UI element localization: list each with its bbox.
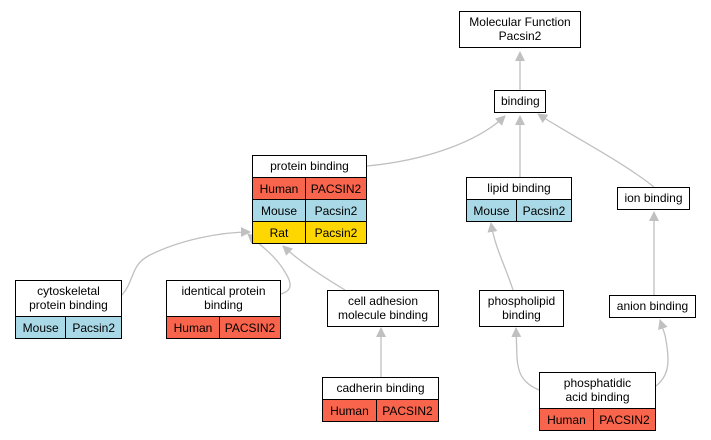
gene-cell[interactable]: Pacsin2 bbox=[516, 200, 571, 221]
species-cell: Human bbox=[253, 178, 306, 199]
gene-cell[interactable]: Pacsin2 bbox=[66, 317, 121, 338]
node-title: anion binding bbox=[616, 299, 689, 313]
node-celladh[interactable]: cell adhesion molecule binding bbox=[327, 290, 439, 327]
node-mf[interactable]: Molecular Function Pacsin2 bbox=[459, 11, 581, 48]
edge-protein-to-binding bbox=[366, 115, 506, 167]
edge-celladh-to-protein bbox=[282, 245, 346, 291]
node-phospholipid[interactable]: phospholipid binding bbox=[479, 290, 564, 327]
node-title: cytoskeletal protein binding bbox=[29, 284, 108, 312]
gene-cell[interactable]: Pacsin2 bbox=[305, 222, 366, 243]
edge-ion-to-binding bbox=[537, 113, 655, 188]
species-cell: Mouse bbox=[16, 317, 67, 338]
node-box[interactable]: Molecular Function Pacsin2 bbox=[459, 11, 581, 48]
node-title: binding bbox=[501, 94, 540, 108]
edge-phospholipid-to-lipid bbox=[487, 222, 514, 291]
node-binding[interactable]: binding bbox=[494, 90, 546, 113]
species-cell: Human bbox=[167, 317, 220, 338]
node-box[interactable]: ion binding bbox=[617, 187, 690, 210]
node-box[interactable]: phospholipid binding bbox=[479, 290, 564, 327]
node-box[interactable]: cell adhesion molecule binding bbox=[327, 290, 439, 327]
node-anion[interactable]: anion binding bbox=[609, 295, 696, 318]
species-cell: Human bbox=[323, 400, 377, 421]
species-cell: Rat bbox=[253, 222, 306, 243]
edge-cyto-to-protein bbox=[121, 227, 251, 296]
node-title: protein binding bbox=[270, 159, 349, 173]
node-title: ion binding bbox=[624, 191, 683, 205]
species-cell: Mouse bbox=[253, 200, 306, 221]
gene-cell[interactable]: PACSIN2 bbox=[219, 317, 280, 338]
gene-cell[interactable]: PACSIN2 bbox=[593, 409, 655, 430]
species-cell: Mouse bbox=[467, 200, 517, 221]
gene-cell[interactable]: PACSIN2 bbox=[376, 400, 438, 421]
node-box[interactable]: binding bbox=[494, 90, 546, 113]
gene-cell[interactable]: PACSIN2 bbox=[305, 178, 366, 199]
species-cell: Human bbox=[540, 409, 594, 430]
node-title: identical protein binding bbox=[181, 284, 266, 312]
node-title: Molecular Function Pacsin2 bbox=[469, 15, 571, 43]
gene-cell[interactable]: Pacsin2 bbox=[305, 200, 366, 221]
node-title: phosphatidic acid binding bbox=[563, 376, 632, 404]
edge-phosphatidic-to-phospholipid bbox=[511, 327, 540, 391]
node-ion[interactable]: ion binding bbox=[617, 187, 690, 210]
edge-phosphatidic-to-anion bbox=[655, 319, 669, 387]
node-box[interactable]: anion binding bbox=[609, 295, 696, 318]
node-title: cadherin binding bbox=[336, 381, 425, 395]
node-title: phospholipid binding bbox=[487, 294, 556, 322]
node-title: cell adhesion molecule binding bbox=[337, 294, 429, 322]
node-title: lipid binding bbox=[487, 181, 551, 195]
